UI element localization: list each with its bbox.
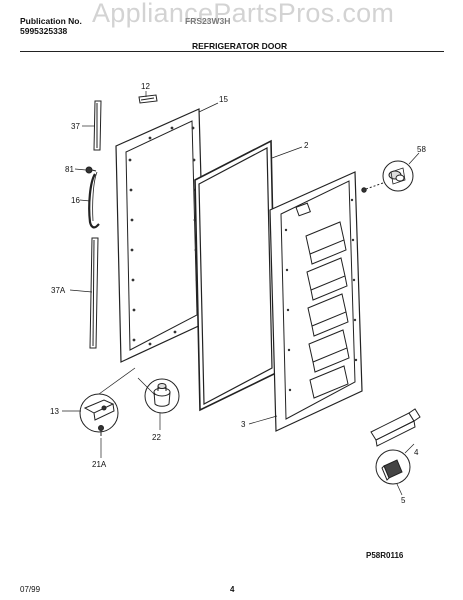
part-4-door-bin <box>370 408 421 447</box>
part-81-screw <box>85 166 97 174</box>
part-37-trim-strip <box>93 100 102 151</box>
part-5-end-cap <box>375 449 411 485</box>
section-title: REFRIGERATOR DOOR <box>192 41 288 51</box>
callout-37a: 37A <box>51 286 66 295</box>
page-number: 4 <box>230 585 235 594</box>
model-number: FRS23W3H <box>185 16 231 26</box>
callout-5: 5 <box>401 496 406 505</box>
callout-16: 16 <box>71 196 80 205</box>
part-37a-trim-strip <box>89 237 99 349</box>
callout-21a: 21A <box>92 460 107 469</box>
part-16-door-handle <box>88 171 100 229</box>
callout-2: 2 <box>304 141 309 150</box>
part-3-door-liner <box>269 171 363 432</box>
callout-13: 13 <box>50 407 59 416</box>
footer-date: 07/99 <box>20 585 41 594</box>
publication-number: 5995325338 <box>20 26 68 36</box>
part-58-cap <box>361 160 414 193</box>
callout-37: 37 <box>71 122 80 131</box>
callout-58: 58 <box>417 145 426 154</box>
header-rule <box>20 51 444 52</box>
callout-3: 3 <box>241 420 246 429</box>
publication-label: Publication No. <box>20 16 82 26</box>
callout-81: 81 <box>65 165 74 174</box>
part-12-hinge-cover <box>138 94 158 104</box>
part-15-outer-door-panel <box>115 108 206 363</box>
callout-4: 4 <box>414 448 419 457</box>
part-2-door-gasket <box>194 139 277 412</box>
callout-15: 15 <box>219 95 228 104</box>
part-13-hinge <box>79 393 119 436</box>
callout-leaders <box>62 91 420 496</box>
callout-12: 12 <box>141 82 150 91</box>
figure-code: P58R0116 <box>366 551 404 560</box>
part-22-bushing <box>144 378 180 414</box>
watermark: AppliancePartsPros.com <box>92 0 395 28</box>
callout-22: 22 <box>152 433 161 442</box>
